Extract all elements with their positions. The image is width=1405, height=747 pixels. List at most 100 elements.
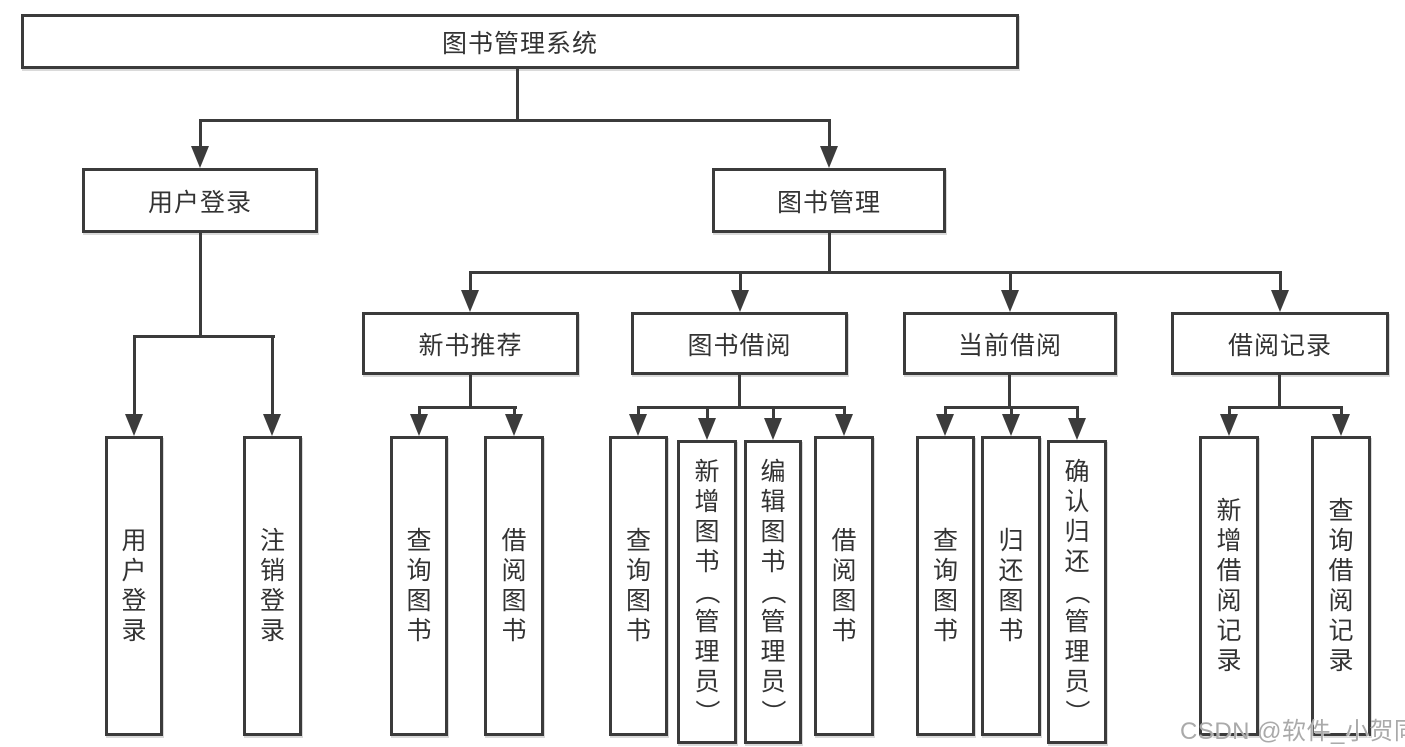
arrow-down-icon xyxy=(698,418,716,440)
vertical-char: 图 xyxy=(625,587,651,615)
leaf-records-query-label: 查询借阅记录 xyxy=(1314,439,1368,733)
connector-line xyxy=(706,406,709,420)
node-book-management-label: 图书管理 xyxy=(776,188,881,217)
vertical-char: 书 xyxy=(998,617,1024,645)
leaf-records-query: 查询借阅记录 xyxy=(1311,436,1371,736)
arrow-down-icon xyxy=(461,290,479,312)
vertical-char: 询 xyxy=(932,557,958,585)
connector-line xyxy=(637,406,640,416)
vertical-char: 注 xyxy=(259,527,285,555)
node-new-books: 新书推荐 xyxy=(362,312,579,375)
vertical-char: 管 xyxy=(694,608,720,636)
connector-line xyxy=(199,119,202,148)
leaf-user-login-label: 用户登录 xyxy=(108,439,160,733)
vertical-char: 图 xyxy=(501,587,527,615)
arrow-down-icon xyxy=(505,414,523,436)
vertical-char: （ xyxy=(758,579,787,605)
connector-line xyxy=(1228,406,1343,409)
vertical-char: 借 xyxy=(501,527,527,555)
leaf-newbooks-query: 查询图书 xyxy=(390,436,448,736)
leaf-borrow-query: 查询图书 xyxy=(609,436,668,736)
vertical-char: 图 xyxy=(694,518,720,546)
connector-line xyxy=(739,271,742,292)
connector-line xyxy=(1278,372,1281,409)
vertical-char: 辑 xyxy=(760,488,786,516)
connector-line xyxy=(1279,271,1282,292)
arrow-down-icon xyxy=(1068,418,1086,440)
node-book-management: 图书管理 xyxy=(712,168,946,233)
vertical-char: 书 xyxy=(625,617,651,645)
arrow-down-icon xyxy=(764,418,782,440)
vertical-char: ） xyxy=(692,699,721,725)
vertical-char: 录 xyxy=(1328,647,1354,675)
connector-line xyxy=(199,119,831,122)
vertical-char: 图 xyxy=(760,518,786,546)
vertical-char: 图 xyxy=(406,587,432,615)
node-borrow-records-label: 借阅记录 xyxy=(1227,331,1332,360)
leaf-borrow-add-admin-label: 新增图书（管理员） xyxy=(680,443,734,741)
connector-line xyxy=(828,231,831,274)
leaf-records-add: 新增借阅记录 xyxy=(1199,436,1259,736)
node-root-label: 图书管理系统 xyxy=(441,29,598,58)
vertical-char: 阅 xyxy=(1216,587,1242,615)
connector-line xyxy=(516,67,519,122)
leaf-current-confirm-admin-label: 确认归还（管理员） xyxy=(1050,443,1104,741)
vertical-char: 书 xyxy=(932,617,958,645)
vertical-char: 员 xyxy=(760,668,786,696)
leaf-newbooks-borrow-label: 借阅图书 xyxy=(487,439,541,733)
vertical-char: 销 xyxy=(259,557,285,585)
vertical-char: 询 xyxy=(625,557,651,585)
node-current-borrow: 当前借阅 xyxy=(903,312,1117,375)
arrow-down-icon xyxy=(125,414,143,436)
arrow-down-icon xyxy=(1002,414,1020,436)
vertical-char: ） xyxy=(1062,699,1091,725)
arrow-down-icon xyxy=(1001,290,1019,312)
vertical-char: 新 xyxy=(1216,497,1242,525)
leaf-borrow-borrow: 借阅图书 xyxy=(814,436,874,736)
vertical-char: 录 xyxy=(259,617,285,645)
node-current-borrow-label: 当前借阅 xyxy=(957,331,1062,360)
vertical-char: （ xyxy=(692,579,721,605)
vertical-char: 增 xyxy=(1216,527,1242,555)
arrow-down-icon xyxy=(1271,290,1289,312)
vertical-char: 理 xyxy=(760,638,786,666)
vertical-char: 书 xyxy=(760,548,786,576)
leaf-logout: 注销登录 xyxy=(243,436,302,736)
leaf-records-add-label: 新增借阅记录 xyxy=(1202,439,1256,733)
vertical-char: （ xyxy=(1062,579,1091,605)
connector-line xyxy=(469,271,1282,274)
connector-line xyxy=(828,119,831,148)
vertical-char: 新 xyxy=(694,458,720,486)
node-book-borrow-label: 图书借阅 xyxy=(687,331,792,360)
connector-line xyxy=(418,406,421,416)
vertical-char: 录 xyxy=(1216,647,1242,675)
arrow-down-icon xyxy=(410,414,428,436)
vertical-char: 登 xyxy=(259,587,285,615)
connector-line xyxy=(1009,271,1012,292)
connector-line xyxy=(1076,406,1079,420)
vertical-char: 图 xyxy=(831,587,857,615)
vertical-char: 查 xyxy=(406,527,432,555)
connector-line xyxy=(637,406,846,409)
arrow-down-icon xyxy=(731,290,749,312)
leaf-borrow-edit-admin: 编辑图书（管理员） xyxy=(744,440,802,744)
leaf-borrow-edit-admin-label: 编辑图书（管理员） xyxy=(747,443,799,741)
arrow-down-icon xyxy=(820,146,838,168)
vertical-char: 增 xyxy=(694,488,720,516)
vertical-char: 管 xyxy=(1064,608,1090,636)
leaf-current-query-label: 查询图书 xyxy=(919,439,972,733)
connector-line xyxy=(199,231,202,338)
connector-line xyxy=(738,372,741,409)
vertical-char: 借 xyxy=(831,527,857,555)
vertical-char: 认 xyxy=(1064,488,1090,516)
node-book-borrow: 图书借阅 xyxy=(631,312,848,375)
vertical-char: 还 xyxy=(998,557,1024,585)
connector-line xyxy=(944,406,947,416)
vertical-char: 阅 xyxy=(1328,587,1354,615)
leaf-current-return-label: 归还图书 xyxy=(984,439,1038,733)
leaf-borrow-add-admin: 新增图书（管理员） xyxy=(677,440,737,744)
vertical-char: 询 xyxy=(406,557,432,585)
vertical-char: 理 xyxy=(1064,638,1090,666)
vertical-char: 归 xyxy=(1064,518,1090,546)
connector-line xyxy=(133,335,275,338)
